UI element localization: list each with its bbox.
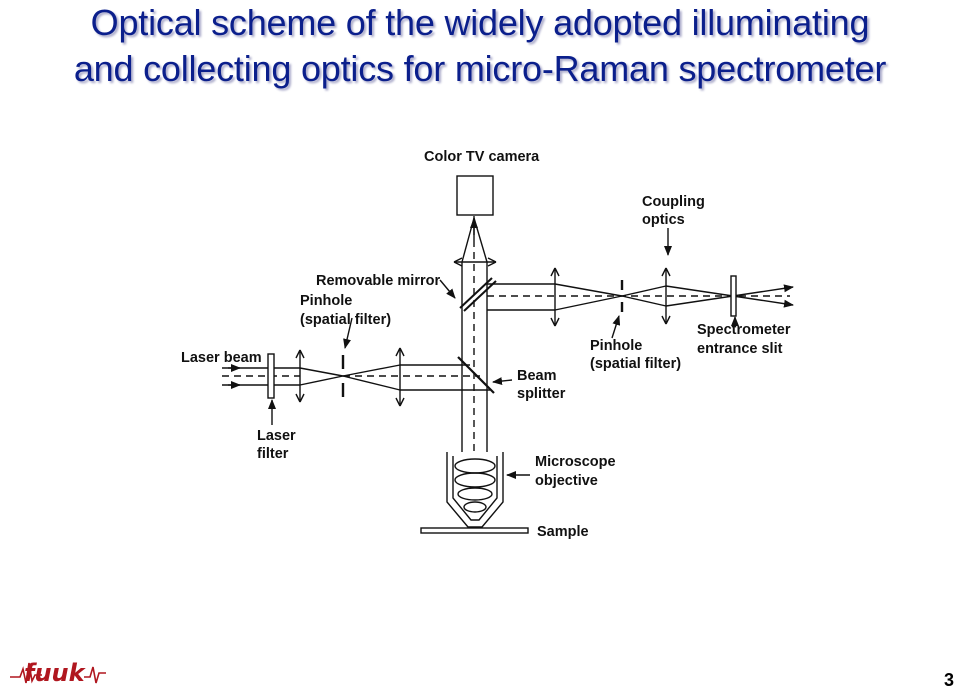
label-microscope-objective-1: Microscope — [535, 454, 616, 470]
fuuk-logo: fuuk — [10, 659, 106, 687]
removable-mirror — [459, 277, 497, 312]
collection-beam-path — [487, 283, 794, 311]
laser-filter — [267, 353, 275, 399]
microscope-objective — [446, 452, 504, 528]
page-number: 3 — [943, 670, 954, 690]
lens-left-1 — [295, 349, 305, 403]
coupling-lens — [661, 267, 671, 325]
label-pinhole-right-1: Pinhole — [590, 338, 642, 354]
camera-lens — [453, 257, 497, 267]
label-beam-splitter-1: Beam — [517, 368, 557, 384]
label-sample: Sample — [537, 524, 589, 540]
title-line-1: Optical scheme of the widely adopted ill… — [90, 2, 870, 43]
lens-left-2 — [395, 347, 405, 407]
slide-title: Optical scheme of the widely adopted ill… — [0, 0, 960, 92]
label-spectrometer-1: Spectrometer — [697, 322, 791, 338]
label-pinhole-right-2: (spatial filter) — [590, 356, 681, 372]
collection-lens — [550, 267, 560, 327]
label-color-tv-camera: Color TV camera — [424, 149, 540, 165]
beam-splitter — [457, 356, 495, 394]
label-coupling-2: optics — [642, 212, 685, 228]
label-removable-mirror: Removable mirror — [316, 273, 440, 289]
title-line-2: and collecting optics for micro-Raman sp… — [73, 48, 887, 89]
color-tv-camera — [456, 175, 494, 216]
label-pinhole-left-1: Pinhole — [300, 293, 352, 309]
label-pinhole-left-2: (spatial filter) — [300, 312, 391, 328]
vertical-beam-path — [461, 216, 488, 455]
label-microscope-objective-2: objective — [535, 473, 598, 489]
label-laser-beam: Laser beam — [181, 350, 262, 366]
logo-wave-icon — [10, 662, 42, 684]
logo-text: fuuk — [24, 659, 87, 687]
spectrometer-slit — [730, 275, 737, 317]
label-spectrometer-2: entrance slit — [697, 341, 783, 357]
label-coupling-1: Coupling — [642, 194, 705, 210]
laser-beam-path — [222, 364, 490, 391]
label-laser-filter-2: filter — [257, 446, 289, 462]
label-beam-splitter-2: splitter — [517, 386, 566, 402]
logo-wave-tail-icon — [84, 666, 106, 684]
sample-slide — [420, 527, 529, 534]
label-laser-filter-1: Laser — [257, 428, 296, 444]
label-pointers — [268, 228, 739, 479]
